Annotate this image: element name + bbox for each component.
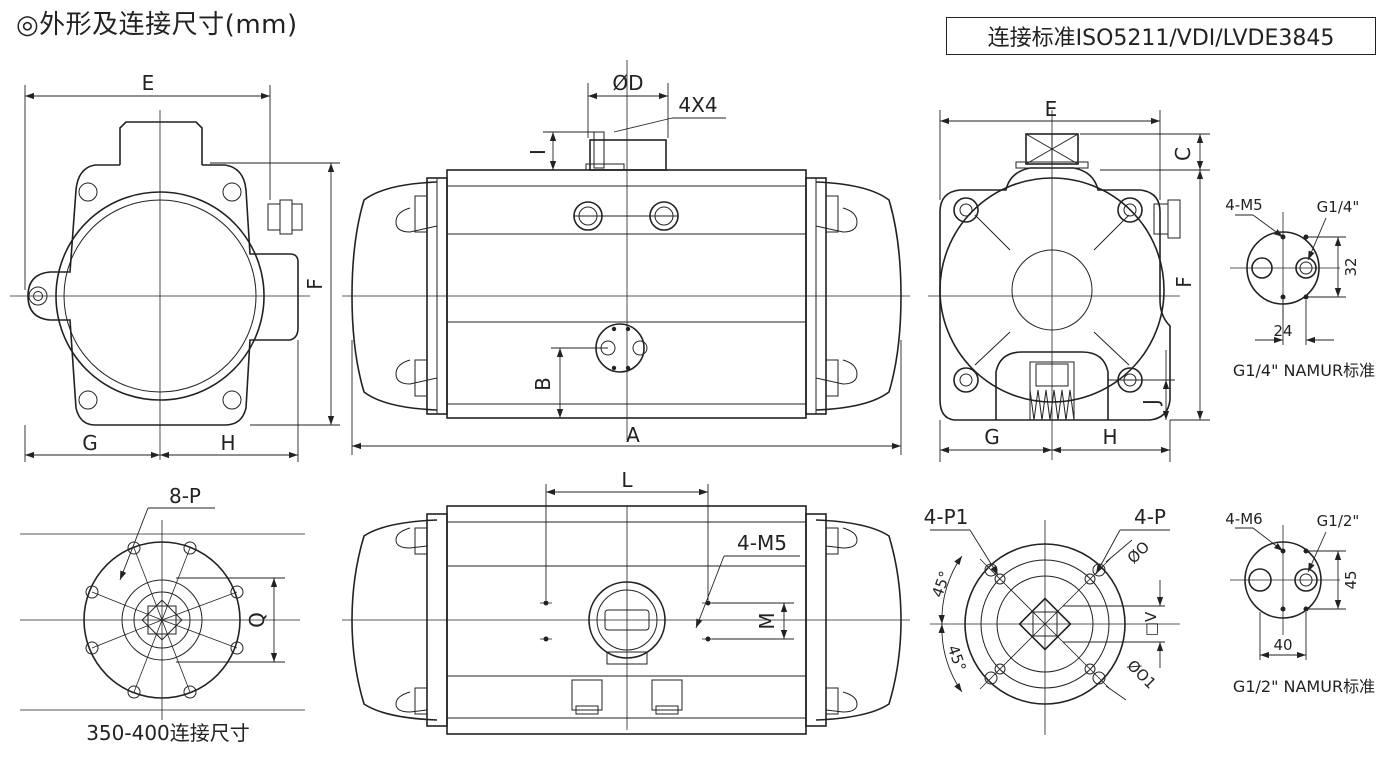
namur-half-dim-height: 45 — [1342, 570, 1360, 589]
main-label-od: ØD — [612, 71, 643, 95]
flange-label-angle-top: 45° — [928, 569, 954, 600]
end-view — [928, 110, 1210, 462]
standard-box — [946, 17, 1376, 55]
standard-label: 连接标准ISO5211/VDI/LVDE3845 — [987, 26, 1335, 51]
main-label-b: B — [531, 377, 555, 391]
flange-label-p1: 4-P1 — [924, 505, 969, 529]
flange-label-o: ØO — [1124, 538, 1153, 567]
namur-quarter-dim-width: 24 — [1273, 322, 1292, 340]
bottom-label-bolts: 4-M5 — [737, 531, 787, 555]
flange-label-o1: ØO1 — [1123, 656, 1159, 692]
bottom-left-label-bolts: 8-P — [169, 484, 201, 508]
front-view — [10, 85, 340, 462]
page-title: ◎外形及连接尺寸(mm) — [16, 10, 298, 40]
bottom-label-m: M — [755, 612, 779, 629]
namur-half-caption: G1/2" NAMUR标准 — [1233, 677, 1375, 696]
namur-half-dim-width: 40 — [1273, 636, 1292, 654]
bottom-label-l: L — [621, 468, 633, 492]
end-label-g: G — [984, 425, 1000, 449]
main-label-4x4: 4X4 — [678, 93, 717, 117]
front-label-h: H — [220, 431, 235, 455]
namur-quarter-label-bolts: 4-M5 — [1225, 196, 1262, 214]
namur-half-label-bolts: 4-M6 — [1225, 510, 1262, 528]
namur-quarter-dim-height: 32 — [1342, 257, 1360, 276]
end-label-f: F — [1172, 276, 1196, 288]
end-label-c: C — [1171, 147, 1195, 161]
namur-half-label-port: G1/2" — [1317, 512, 1360, 530]
bottom-left-view — [20, 507, 305, 720]
main-label-i: I — [526, 149, 550, 155]
end-label-h: H — [1102, 425, 1117, 449]
main-label-a: A — [626, 423, 640, 447]
end-label-e: E — [1045, 97, 1058, 121]
bottom-view — [342, 484, 910, 735]
namur-quarter-caption: G1/4" NAMUR标准 — [1233, 361, 1375, 380]
front-label-f: F — [303, 278, 327, 290]
namur-half-view — [1230, 525, 1346, 660]
bottom-left-caption: 350-400连接尺寸 — [86, 721, 250, 745]
flange-label-p: 4-P — [1134, 505, 1166, 529]
flange-view — [930, 520, 1180, 735]
front-label-g: G — [82, 431, 98, 455]
main-view — [342, 60, 910, 455]
flange-label-v: □V — [1142, 611, 1160, 636]
namur-quarter-label-port: G1/4" — [1317, 198, 1360, 216]
bottom-left-label-q: Q — [245, 612, 269, 628]
namur-quarter-view — [1230, 212, 1346, 345]
flange-label-angle-bottom: 45° — [944, 643, 970, 674]
end-label-j: J — [1139, 399, 1163, 407]
front-label-e: E — [142, 71, 155, 95]
